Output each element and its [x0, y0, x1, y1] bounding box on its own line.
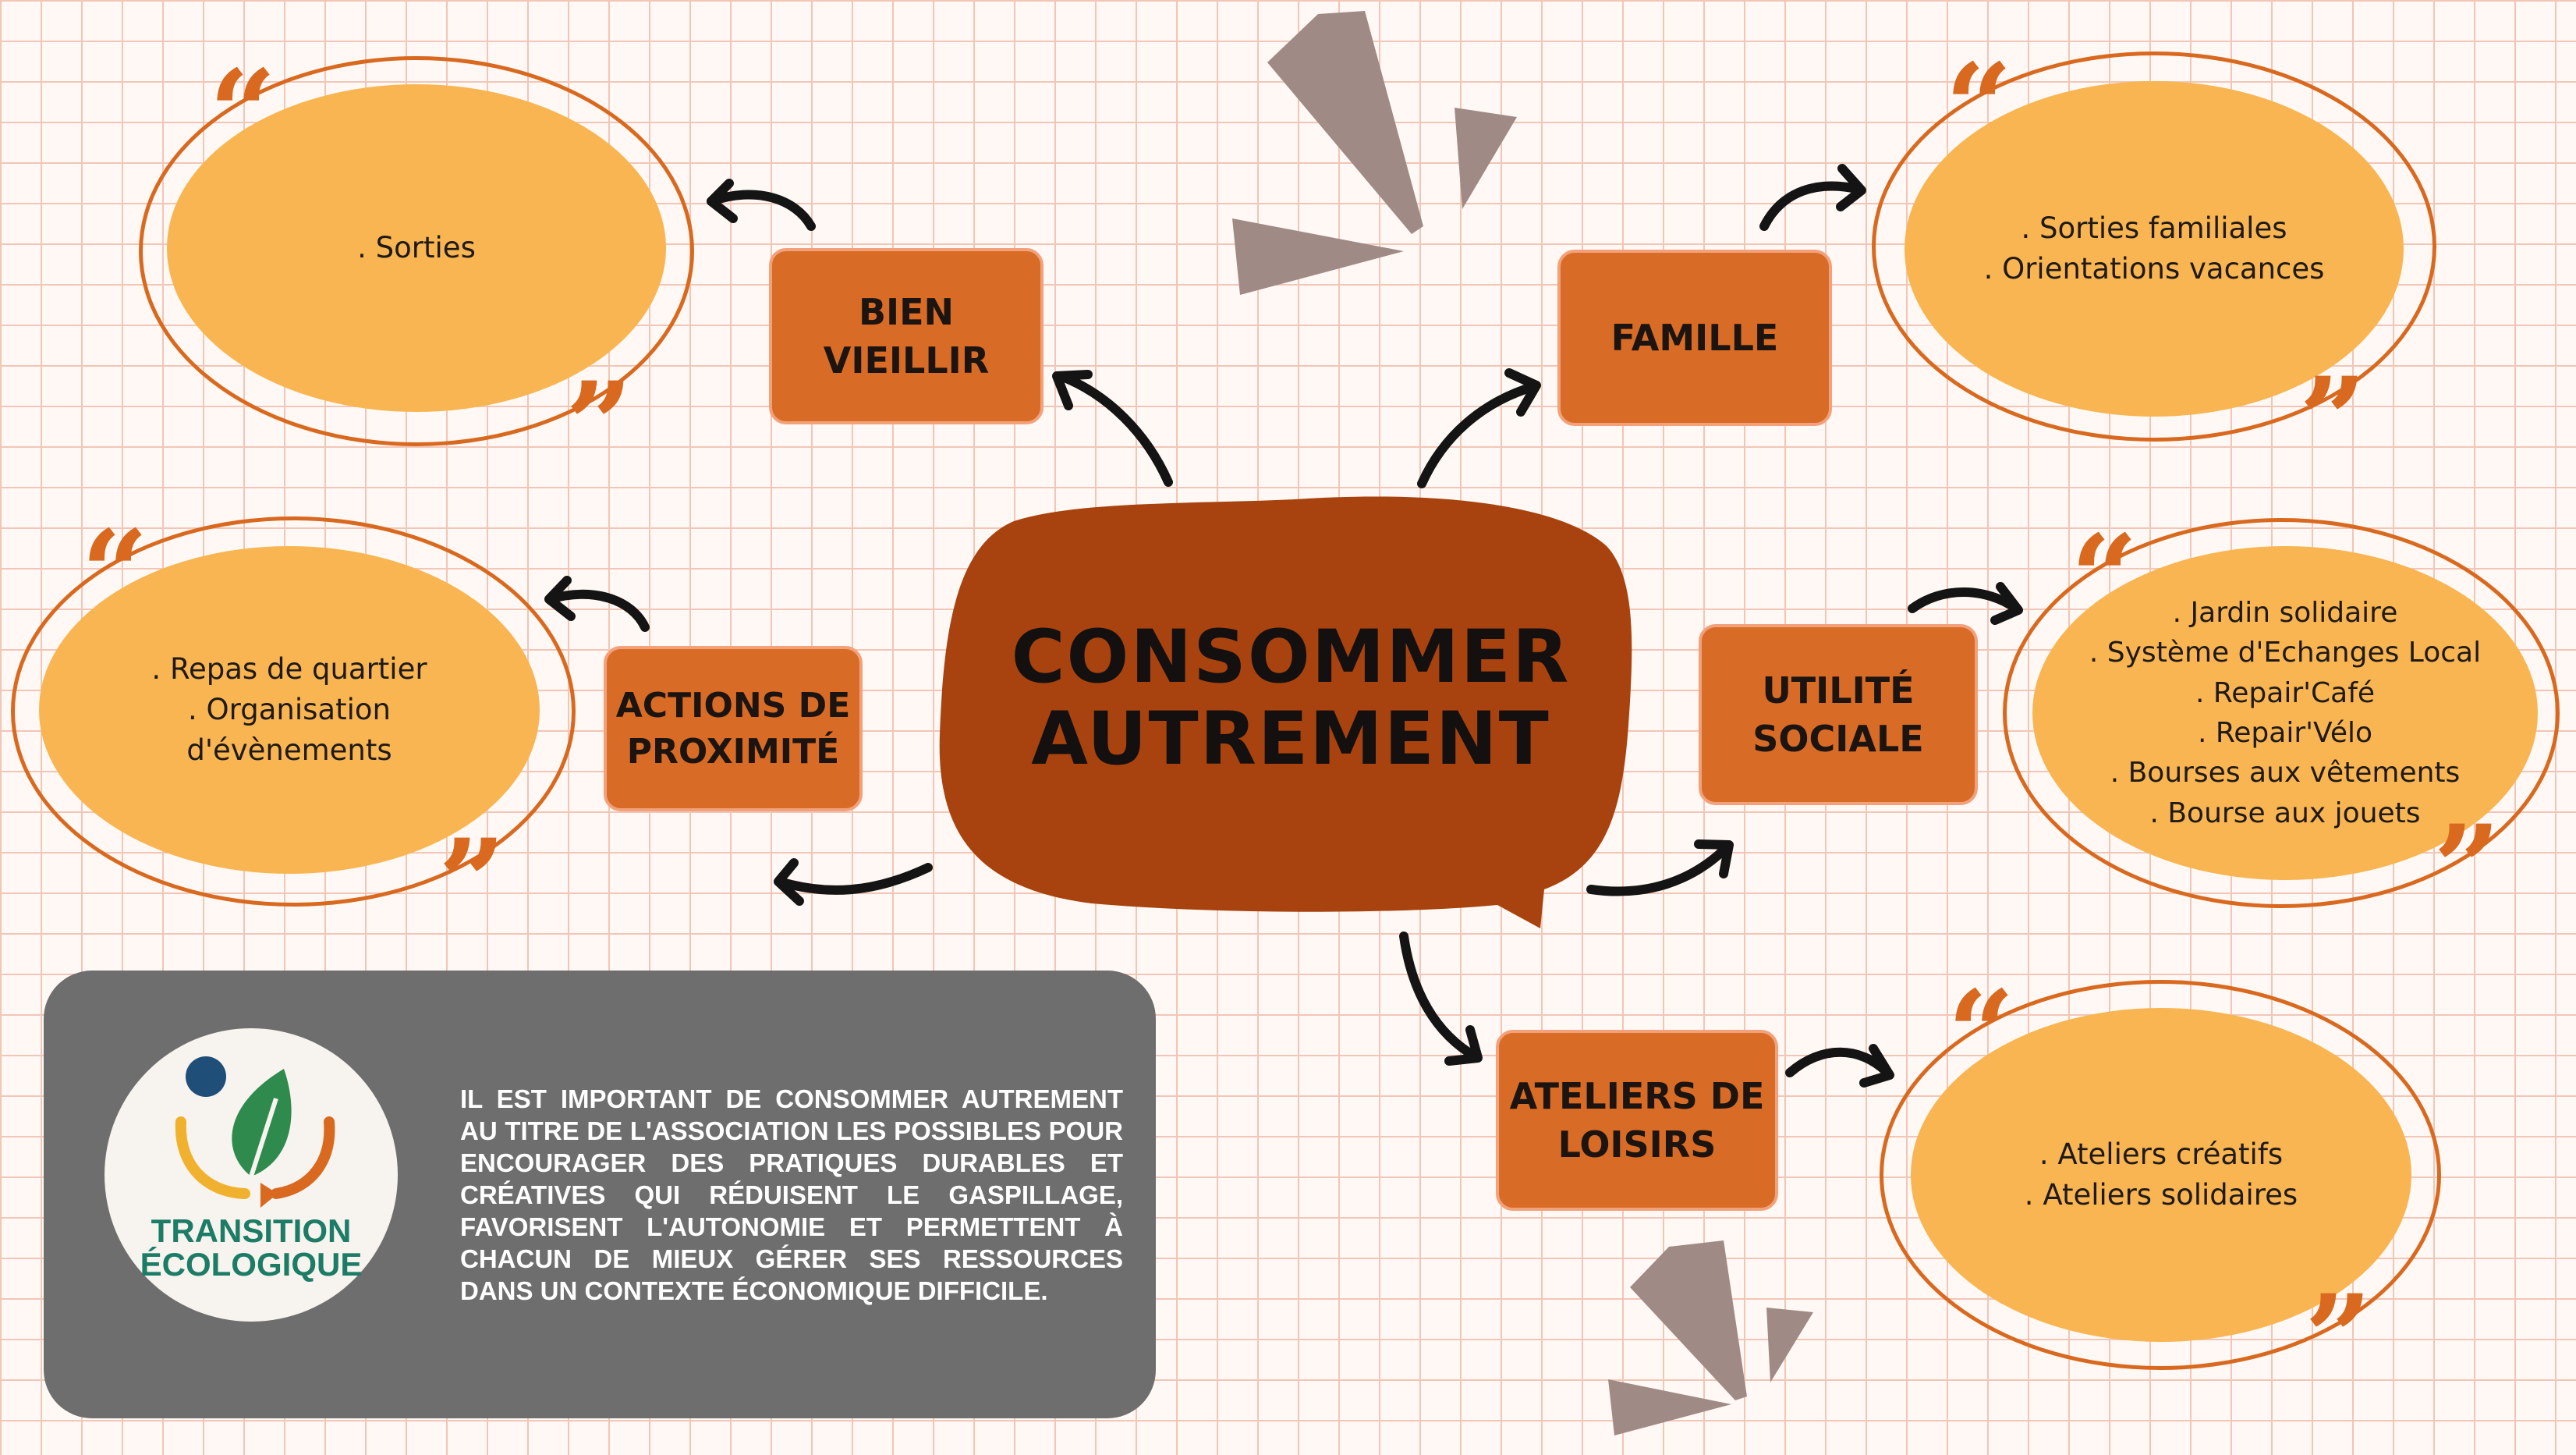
quote-close-icon: ”: [2299, 352, 2367, 489]
bubble-ring-bien-vieillir: [139, 56, 694, 446]
arrow-famille-out: [1759, 181, 1865, 231]
bubble-item: . Jardin solidaire: [2172, 596, 2398, 629]
node-label-line2: LOISIRS: [1557, 1123, 1717, 1166]
bubble-actions: . Repas de quartier . Organisation d'évè…: [39, 546, 540, 874]
node-ateliers-de-loisirs: ATELIERS DE LOISIRS: [1496, 1030, 1778, 1211]
bubble-item: . Système d'Echanges Local: [2089, 637, 2482, 669]
bubble-ring-actions: [11, 516, 576, 907]
quote-close-icon: ”: [438, 814, 506, 951]
bubble-item: . Repair'Café: [2195, 676, 2376, 709]
arrow-bien-vieillir-head: [1052, 370, 1093, 410]
node-label: FAMILLE: [1610, 316, 1779, 359]
arrow-ateliers: [1399, 932, 1481, 1062]
node-label-line1: ATELIERS DE: [1509, 1074, 1765, 1117]
arrow-ateliers-head: [1444, 1025, 1483, 1066]
bubble-item: . Bourses aux vêtements: [2110, 757, 2461, 790]
arrow-actions-out-head: [544, 576, 576, 621]
quote-open-icon: “: [2071, 509, 2138, 647]
leaf-recycle-icon: [175, 1056, 335, 1208]
arrow-actions: [775, 863, 933, 895]
bubble-item: . Repair'Vélo: [2197, 717, 2373, 749]
bubble-ateliers: . Ateliers créatifs . Ateliers solidaire…: [1911, 1008, 2411, 1342]
center-title-line1: CONSOMMER: [1011, 615, 1571, 700]
bubble-famille: . Sorties familiales . Orientations vaca…: [1905, 81, 2404, 417]
quote-open-icon: “: [81, 505, 149, 642]
bubble-item: . Bourse aux jouets: [2149, 797, 2421, 829]
arrow-famille-out-head: [1836, 164, 1866, 211]
node-bien-vieillir: BIEN VIEILLIR: [769, 248, 1044, 424]
arrow-bien-vieillir: [1056, 371, 1173, 487]
quote-close-icon: ”: [2433, 800, 2501, 937]
arrow-famille: [1417, 381, 1540, 488]
bubble-item: d'évènements: [186, 733, 392, 767]
quote-open-icon: “: [1947, 965, 2015, 1102]
node-utilite-sociale: UTILITÉ SOCIALE: [1699, 624, 1978, 805]
center-speech-bubble: [939, 496, 1632, 928]
bubble-ring-ateliers: [1880, 980, 2441, 1370]
decorative-spikes: [1232, 11, 1813, 1435]
node-actions-de-proximite: ACTIONS DE PROXIMITÉ: [604, 646, 863, 811]
node-label-line1: ACTIONS DE: [615, 685, 851, 726]
node-famille: FAMILLE: [1557, 250, 1832, 426]
node-label-line1: UTILITÉ: [1762, 669, 1915, 712]
bubble-utilite: . Jardin solidaire . Système d'Echanges …: [2032, 546, 2538, 880]
arrow-ateliers-out: [1785, 1047, 1892, 1077]
spike-bottom-large: [1630, 1240, 1747, 1400]
bubble-item: . Orientations vacances: [1983, 252, 2325, 286]
arrow-utilite: [1586, 842, 1732, 896]
logo-line2: ÉCOLOGIQUE: [140, 1246, 363, 1283]
panel-description: IL EST IMPORTANT DE CONSOMMER AUTREMENT …: [460, 1084, 1123, 1305]
connector-arrows: [544, 164, 2023, 1088]
transition-ecologique-logo: [105, 1028, 398, 1322]
bubble-item: . Organisation: [188, 693, 391, 727]
bubble-bien-vieillir: . Sorties: [167, 84, 666, 412]
spike-top-large: [1267, 11, 1423, 234]
node-label-line2: PROXIMITÉ: [626, 732, 840, 772]
quote-close-icon: ”: [2305, 1269, 2372, 1407]
bubble-item: . Sorties familiales: [2021, 211, 2287, 246]
quote-open-icon: “: [1945, 38, 2013, 176]
bubble-ring-utilite: [2003, 518, 2560, 908]
arrow-actions-out: [545, 589, 650, 632]
spike-top-left: [1232, 218, 1404, 295]
quote-open-icon: “: [209, 44, 277, 182]
center-title-line2: AUTREMENT: [1031, 697, 1550, 783]
arrow-famille-head: [1504, 368, 1541, 417]
arrow-bien-vieillir-out: [707, 190, 816, 231]
spike-bottom-small: [1766, 1308, 1813, 1382]
arrow-utilite-out-head: [1990, 582, 2023, 625]
bubble-item: . Repas de quartier: [151, 652, 427, 687]
arrow-ateliers-out-head: [1859, 1044, 1894, 1088]
bubble-ring-famille: [1872, 51, 2436, 442]
node-label: BIEN VIEILLIR: [823, 290, 990, 381]
logo-line1: TRANSITION: [151, 1212, 352, 1249]
bubble-item: . Ateliers solidaires: [2024, 1178, 2298, 1212]
bubble-item: . Sorties: [357, 231, 476, 265]
spike-top-small: [1455, 108, 1517, 209]
node-label-line2: SOCIALE: [1752, 718, 1924, 760]
bubble-item: . Ateliers créatifs: [2039, 1137, 2284, 1172]
quote-close-icon: ”: [565, 357, 633, 494]
arrow-utilite-head: [1694, 839, 1734, 878]
logo-text: TRANSITION ÉCOLOGIQUE: [105, 1214, 398, 1281]
arrow-utilite-out: [1908, 587, 2021, 613]
arrow-actions-head: [774, 858, 804, 906]
center-title: CONSOMMER AUTREMENT: [971, 616, 1610, 781]
spike-bottom-left: [1608, 1379, 1731, 1435]
arrow-bien-vieillir-out-head: [707, 179, 738, 223]
